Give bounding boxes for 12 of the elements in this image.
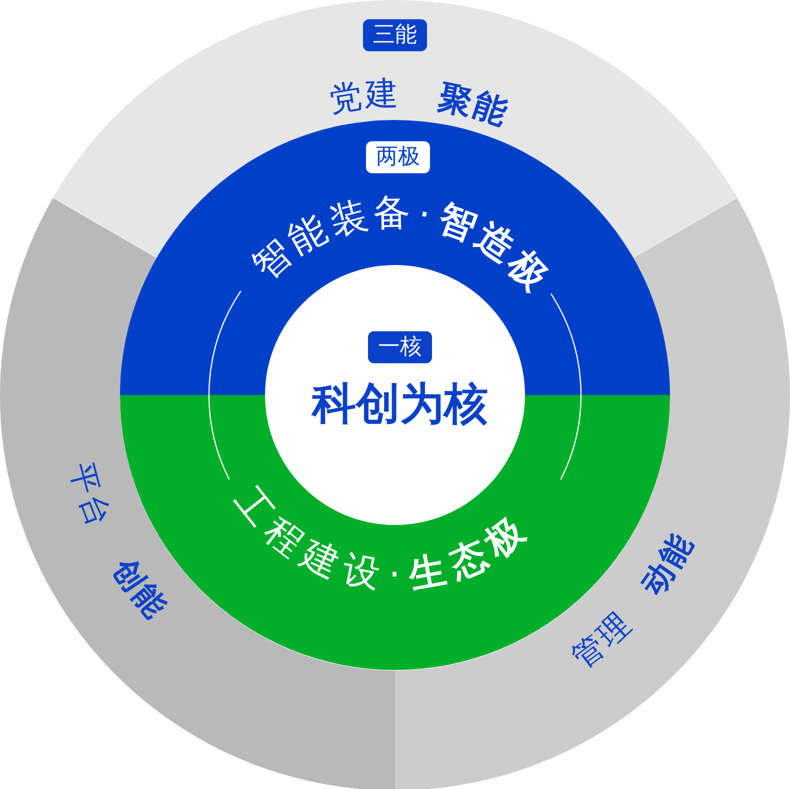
category-tag: 两极	[366, 141, 430, 173]
curved-label: 动能	[640, 532, 696, 599]
curved-label: 党建	[325, 72, 400, 118]
curved-label: 工程建设·生态极	[231, 484, 528, 598]
curved-label: 智能装备·智造极	[250, 189, 552, 294]
curved-label: 聚能	[435, 78, 511, 129]
core-title: 科创为核	[312, 378, 488, 432]
category-tag: 三能	[362, 19, 427, 51]
curved-label: 平台	[64, 459, 114, 530]
curved-label: 管理	[570, 611, 634, 672]
curved-label: 创能	[108, 556, 168, 622]
category-tag: 一核	[368, 331, 432, 363]
